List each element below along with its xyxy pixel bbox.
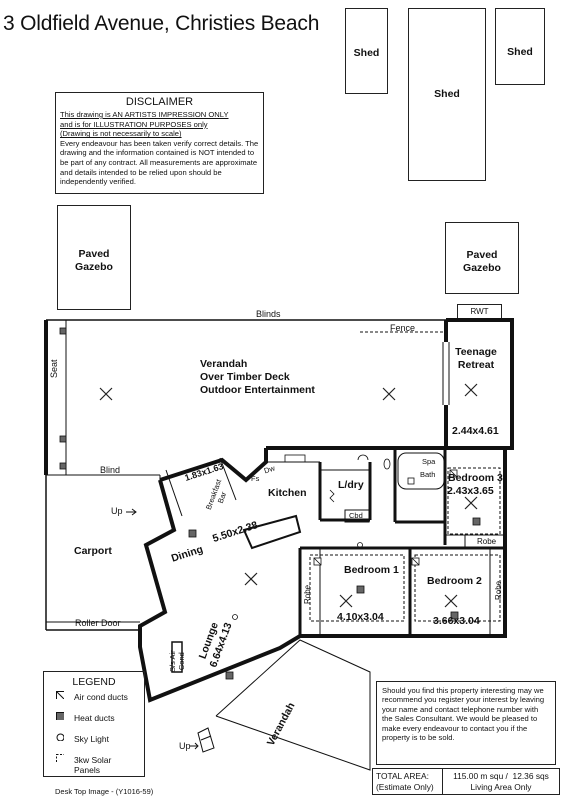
shed-center-label: Shed xyxy=(434,88,460,100)
seat-label: Seat xyxy=(49,359,59,378)
disclaimer-body: Every endeavour has been taken verify co… xyxy=(60,138,259,187)
disclaimer-line2: and is for ILLUSTRATION PURPOSES only xyxy=(60,119,208,129)
bedroom3-dim: 2.43x3.65 xyxy=(447,485,494,497)
fence-label: Fence xyxy=(390,323,416,333)
disclaimer-line3: (Drawing is not necessarily to scale) xyxy=(60,129,182,139)
shed-right: Shed xyxy=(495,8,545,85)
legend-heat-ducts-text: Heat ducts xyxy=(74,713,115,723)
gazebo-right-label: Paved Gazebo xyxy=(463,249,501,274)
teenage-retreat-label: Teenage Retreat xyxy=(455,346,497,371)
rwt-label: RWT xyxy=(470,307,489,316)
blind-label: Blind xyxy=(100,465,121,475)
shed-left-label: Shed xyxy=(353,47,380,59)
bedroom3-label: Bedroom 3 xyxy=(448,472,503,484)
shed-right-label: Shed xyxy=(507,46,533,58)
gazebo-left-label: Paved Gazebo xyxy=(75,248,113,273)
bedroom1-dim: 4.10x3.04 xyxy=(337,611,384,623)
split-system-aircon-label: S/s Air Cond xyxy=(168,650,186,672)
bedroom2-dim: 3.66x3.04 xyxy=(433,615,480,627)
solar-panel-icon xyxy=(56,754,64,762)
air-cond-duct-icon xyxy=(56,691,64,699)
total-area-value: 115.00 m squ / 12.36 sqs Living Area Onl… xyxy=(453,771,549,792)
legend-sky-light-text: Sky Light xyxy=(74,734,109,744)
legend-solar-text: 3kw Solar Panels xyxy=(74,755,112,775)
teenage-retreat-dim: 2.44x4.61 xyxy=(452,425,499,437)
legend-item-sky-light: Sky Light xyxy=(44,732,144,753)
bath-label: Bath xyxy=(420,470,436,479)
legend-heading: LEGEND xyxy=(72,676,116,688)
up-label-bottom: Up xyxy=(179,741,191,751)
spa-label: Spa xyxy=(422,457,436,466)
robe-bedroom1: Robe xyxy=(303,584,312,604)
robe-bedroom3: Robe xyxy=(477,537,497,546)
shed-left: Shed xyxy=(345,8,388,94)
legend-item-heat-ducts: Heat ducts xyxy=(44,711,144,732)
gazebo-right: Paved Gazebo xyxy=(445,222,519,294)
legend-item-solar: 3kw Solar Panels xyxy=(44,753,144,775)
bedroom1-label: Bedroom 1 xyxy=(344,564,399,576)
up-label-top: Up xyxy=(111,506,123,516)
verandah-main-label: Verandah Over Timber Deck Outdoor Entert… xyxy=(200,358,315,396)
gazebo-left: Paved Gazebo xyxy=(57,205,131,310)
laundry-label: L/dry xyxy=(338,479,364,491)
kitchen-label: Kitchen xyxy=(268,487,307,499)
blinds-label: Blinds xyxy=(256,309,281,319)
total-area-label: TOTAL AREA: (Estimate Only) xyxy=(373,769,443,794)
fs-label: Fs xyxy=(251,474,260,483)
page-title: 3 Oldfield Avenue, Christies Beach xyxy=(3,12,320,35)
bedroom2-label: Bedroom 2 xyxy=(427,575,482,587)
cupboard-label: Cbd xyxy=(349,511,363,520)
disclaimer-line1: This drawing is AN ARTISTS IMPRESSION ON… xyxy=(60,110,229,119)
total-area-box: TOTAL AREA: (Estimate Only) 115.00 m squ… xyxy=(372,768,560,795)
robe-bedroom2: Robe xyxy=(494,580,503,600)
legend-air-cond-text: Air cond ducts xyxy=(74,692,128,702)
interest-notice: Should you find this property interestin… xyxy=(376,681,556,765)
roller-door-label: Roller Door xyxy=(75,618,121,628)
skylight-icon xyxy=(56,733,64,741)
legend-item-air-cond: Air cond ducts xyxy=(44,690,144,711)
footer-reference: Desk Top Image - (Y1016-59) xyxy=(55,787,154,796)
shed-center: Shed xyxy=(408,8,486,181)
disclaimer-box: DISCLAIMER This drawing is AN ARTISTS IM… xyxy=(55,92,264,194)
legend-box: LEGEND Air cond ducts Heat ducts Sky Lig… xyxy=(43,671,145,777)
carport-label: Carport xyxy=(74,545,112,557)
heat-duct-icon xyxy=(56,712,64,720)
disclaimer-heading: DISCLAIMER xyxy=(125,96,194,108)
